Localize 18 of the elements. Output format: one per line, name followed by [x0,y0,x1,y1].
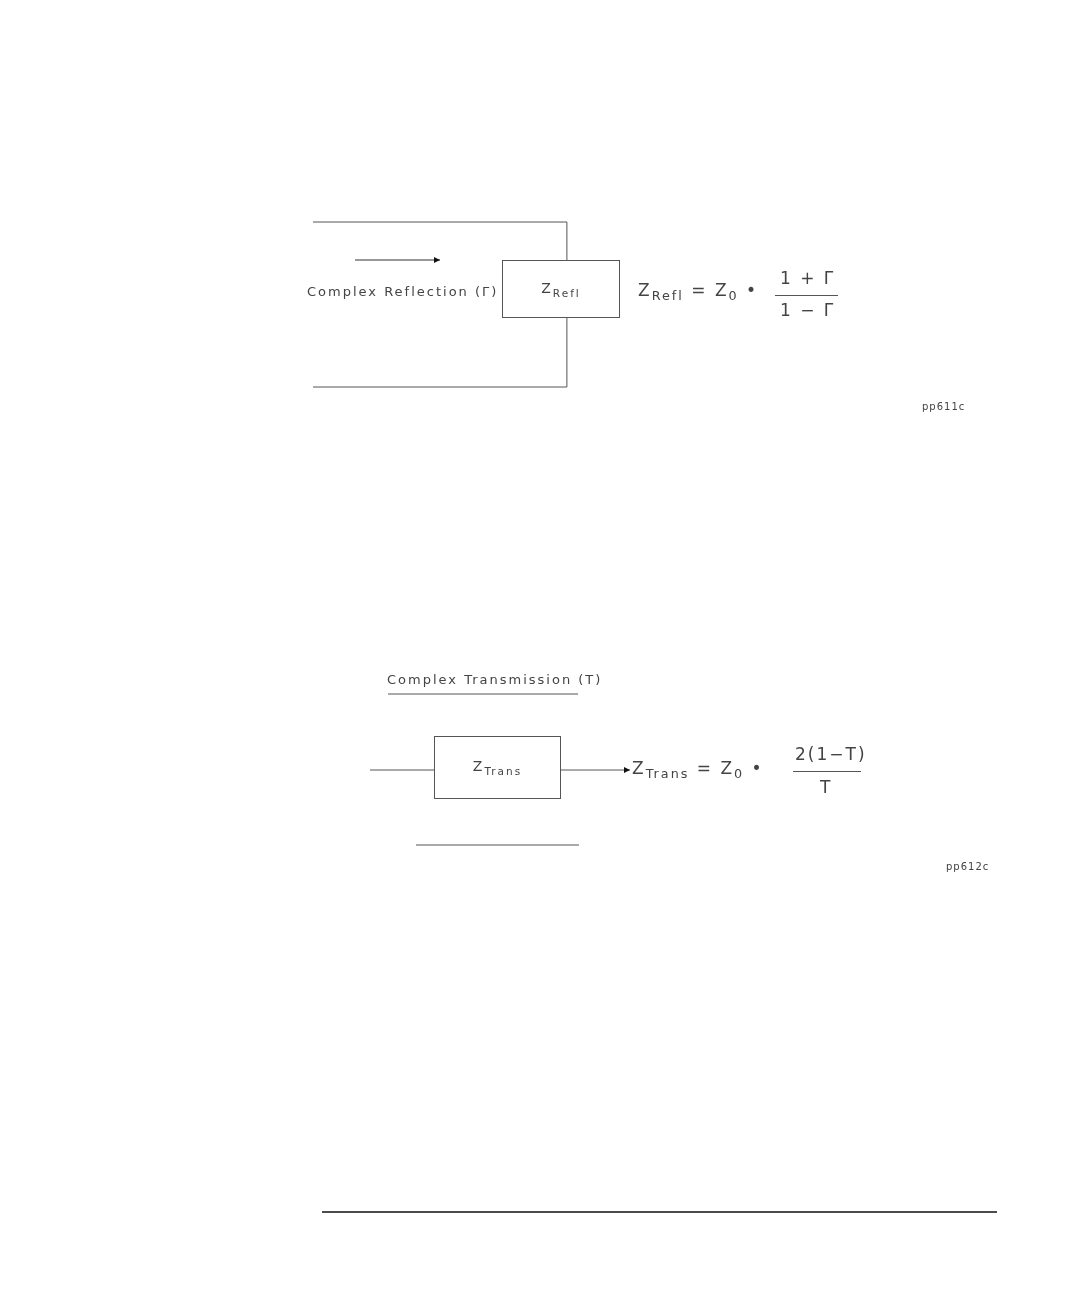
caption: Complex Transmission (T) [387,672,603,687]
connection-line [312,317,568,388]
connection-line [369,769,435,771]
impedance-box [502,260,620,318]
figure-code: pp612c [946,861,990,872]
figure-code: pp611c [922,401,966,412]
formula-text: Z$_{Refl}$ = Z$_{0}$ • [638,280,759,304]
box-label: Z$_{Refl}$ [541,279,581,299]
formula-text: Z$_{Trans}$ = Z$_{0}$ • [632,758,764,782]
caption: Complex Reflection (Γ) [307,284,499,299]
denominator: 1 − Γ [780,300,836,320]
impedance-box [434,736,561,799]
box-label: Z$_{Trans}$ [472,758,523,777]
numerator: 1 + Γ [780,268,836,288]
arrow [560,767,631,773]
numerator: 2(1−T) [795,744,867,764]
connection-line [312,221,568,261]
denominator: T [820,777,833,797]
